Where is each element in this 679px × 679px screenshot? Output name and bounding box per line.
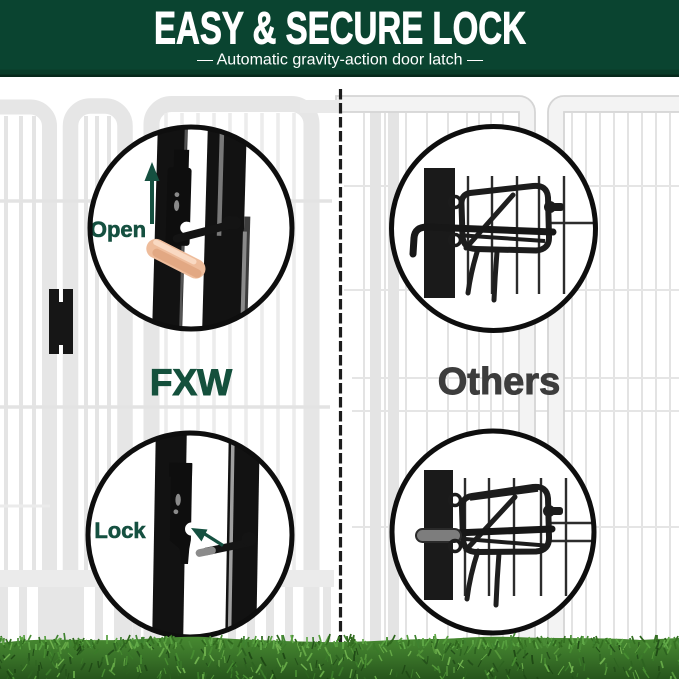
svg-text:— Automatic gravity-action do: — Automatic gravity-action door latch — [197, 52, 484, 69]
svg-text:FXW: FXW [150, 362, 232, 403]
svg-text:Lock: Lock [94, 518, 146, 543]
svg-text:Open: Open [90, 217, 146, 242]
svg-text:EASY & SECURE LOCK: EASY & SECURE LOCK [154, 3, 526, 54]
svg-text:Others: Others [438, 361, 560, 403]
